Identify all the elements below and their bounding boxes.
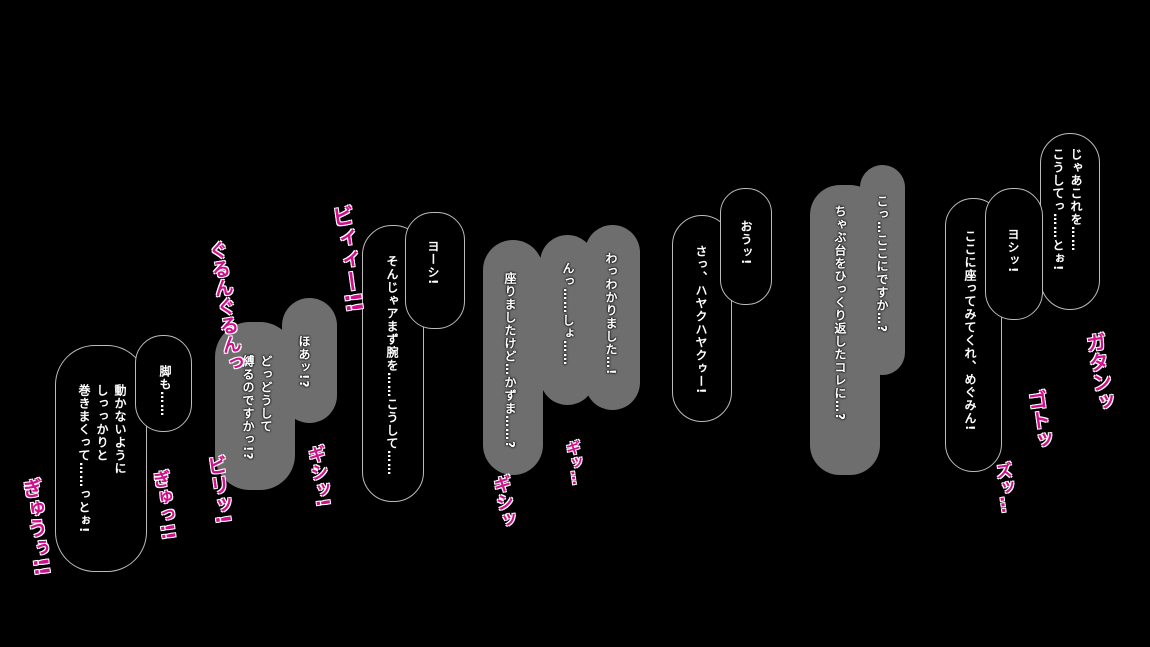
speech-bubble: [215, 322, 295, 490]
dialogue-line: んっ……しょ……: [561, 262, 575, 366]
dialogue-line: ヨーシ!: [426, 240, 440, 286]
sound-effect: ガタンッ: [1081, 330, 1117, 414]
dialogue-line: 巻きまくって……っとぉ!: [77, 384, 91, 534]
speech-bubble: [282, 298, 337, 423]
sound-effect: ギシッ: [489, 473, 518, 531]
dialogue-line: そんじゃアまず腕を……こうして……: [385, 255, 399, 476]
speech-bubble: [860, 165, 905, 375]
sound-effect: ズッ…: [990, 460, 1018, 515]
dialogue-line: こっ…ここにですか…?: [875, 195, 889, 333]
dialogue-line: おうッ!: [739, 220, 753, 266]
dialogue-line: ちゃぶ台をひっくり返したコレに…?: [833, 205, 847, 421]
dialogue-line: さっ、ハヤクハヤクゥー!: [694, 245, 708, 395]
dialogue-line: 座りましたけど…かずま……?: [503, 272, 517, 449]
speech-bubble: [585, 225, 640, 410]
dialogue-line: 脚も……: [158, 365, 172, 417]
dialogue-line: ここに座ってみてくれ、めぐみん!: [963, 230, 977, 432]
sound-effect: ギシッ!: [303, 443, 334, 509]
speech-bubble: [55, 345, 147, 572]
dialogue-line: ほあッ!?: [297, 335, 311, 389]
sound-effect: ぎゅっ!!: [148, 468, 179, 542]
dialogue-line: わっわかりました…!: [604, 252, 618, 376]
speech-bubble: [135, 335, 192, 432]
dialogue-line: しっっかりと: [95, 384, 109, 462]
dialogue-line: じゃあこれを……: [1069, 148, 1083, 252]
speech-bubble: [985, 188, 1043, 320]
speech-bubble: [720, 188, 772, 305]
speech-bubble: [483, 240, 543, 475]
dialogue-line: 縛るのですかっ!?: [241, 355, 255, 461]
dialogue-line: こうしてっ……とぉ!: [1051, 148, 1065, 272]
sound-effect: ぎゅうぅ!!: [17, 476, 55, 578]
sound-effect: ギッ…: [562, 439, 588, 487]
sound-effect: ぐるんぐるんっ: [204, 239, 246, 374]
dialogue-line: 動かないように: [113, 384, 127, 475]
speech-bubble: [405, 212, 465, 329]
dialogue-line: どっどうして: [259, 355, 273, 433]
dialogue-line: ヨシッ!: [1006, 228, 1020, 274]
sound-effect: ゴトッ: [1022, 388, 1056, 452]
